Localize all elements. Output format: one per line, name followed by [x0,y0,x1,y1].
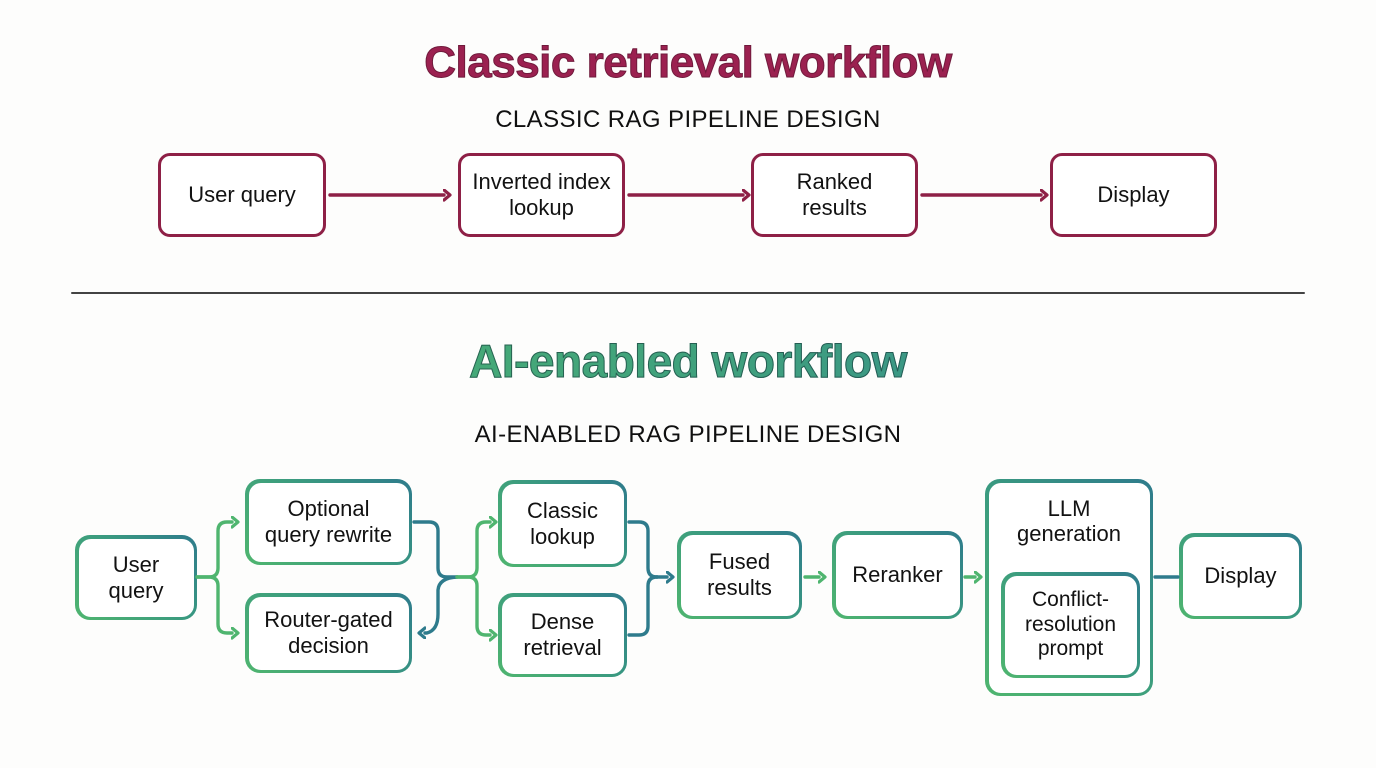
node-classic-inverted-index-lookup: Inverted index lookup [458,153,625,237]
node-label: Classic lookup [527,497,598,549]
node-ai-fused-results: Fused results [677,531,802,619]
edge-ai-rewrite-junction [412,520,459,579]
edge-ai-userquery-rewrite [195,522,232,579]
classic-workflow-subtitle: CLASSIC RAG PIPELINE DESIGN [495,106,881,133]
node-label: Inverted index lookup [472,169,611,220]
node-ai-classic-lookup: Classic lookup [498,480,627,567]
edge-ai-junction-classiclookup [455,522,490,579]
node-ai-conflict-resolution-prompt: Conflict- resolution prompt [1001,572,1140,678]
node-ai-router-gated-decision: Router-gated decision [245,593,412,673]
node-label: Dense retrieval [523,609,602,660]
node-classic-display: Display [1050,153,1217,237]
node-label: Display [1204,563,1277,589]
node-label: Display [1097,182,1170,208]
ai-workflow-subtitle: AI-ENABLED RAG PIPELINE DESIGN [474,421,902,448]
edge-ai-classiclookup-merge [627,520,659,579]
node-ai-user-query: User query [75,535,197,620]
node-label: User query [188,182,296,208]
node-label: Fused results [707,549,772,600]
node-label: Router-gated decision [264,607,393,658]
node-label: Conflict- resolution prompt [1024,588,1117,661]
node-label: User query [108,551,164,603]
edge-ai-junction-router-feedback [425,575,459,633]
node-ai-optional-query-rewrite: Optional query rewrite [245,479,412,565]
edge-ai-userquery-router [195,575,232,633]
classic-workflow-title: Classic retrieval workflow [424,38,953,88]
node-label: Optional query rewrite [264,496,393,547]
node-label: LLM generation [1017,495,1121,547]
edge-ai-junction-denseretrieval [455,575,490,635]
node-ai-display: Display [1179,533,1302,619]
edge-ai-denseretrieval-merge [627,575,659,637]
node-label: Ranked results [796,169,873,220]
node-label: Reranker [852,562,943,588]
ai-workflow-title: AI-enabled workflow [0,334,1376,388]
node-classic-user-query: User query [158,153,326,237]
node-ai-reranker: Reranker [832,531,963,619]
node-classic-ranked-results: Ranked results [751,153,918,237]
node-ai-dense-retrieval: Dense retrieval [498,593,627,677]
section-divider [71,292,1305,294]
